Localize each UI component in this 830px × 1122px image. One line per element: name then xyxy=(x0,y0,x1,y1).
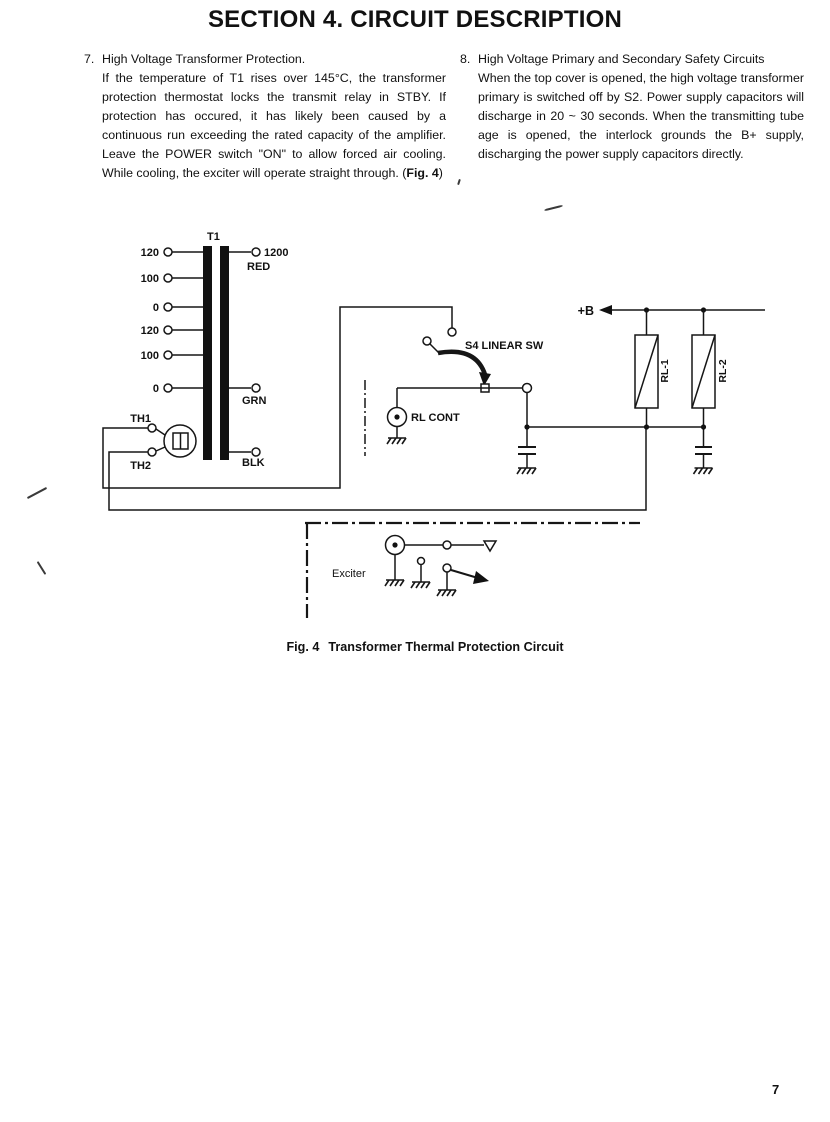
scan-artifact xyxy=(544,204,563,212)
filter-capacitor-1 xyxy=(516,392,537,475)
label-th1: TH1 xyxy=(130,413,151,425)
label-rl1: RL-1 xyxy=(659,359,671,382)
relay-rl2-coil xyxy=(691,310,716,475)
item-7-body: If the temperature of T1 rises over 145°… xyxy=(102,69,446,183)
item-7-body-tail: ) xyxy=(438,166,443,180)
label-rl2: RL-2 xyxy=(717,359,729,382)
label-blk: BLK xyxy=(242,457,265,469)
section-item-8: 8. High Voltage Primary and Secondary Sa… xyxy=(460,50,804,164)
plus-b-bus xyxy=(599,305,765,315)
relay-rl1-coil xyxy=(634,310,659,430)
secondary-tap-terminals xyxy=(229,247,261,457)
label-rl-cont: RL CONT xyxy=(411,412,460,424)
scan-artifact xyxy=(26,486,48,500)
figure-caption: Fig. 4 Transformer Thermal Protection Cir… xyxy=(95,640,755,654)
text-columns: 7. High Voltage Transformer Protection. … xyxy=(84,50,804,183)
item-8-heading: High Voltage Primary and Secondary Safet… xyxy=(478,52,765,66)
circuit-diagram: T1 120 100 0 120 100 0 1200 RED GRN BLK … xyxy=(95,228,785,640)
label-exciter: Exciter xyxy=(332,568,366,580)
item-7-body-text: If the temperature of T1 rises over 145°… xyxy=(102,71,446,180)
item-7-fig-ref: Fig. 4 xyxy=(406,166,439,180)
exciter-section xyxy=(305,521,640,618)
page-title: SECTION 4. CIRCUIT DESCRIPTION xyxy=(207,6,623,33)
column-left: 7. High Voltage Transformer Protection. … xyxy=(84,50,446,183)
label-plus-b: +B xyxy=(578,304,594,318)
thermostat-symbol xyxy=(147,423,197,458)
label-red: RED xyxy=(247,261,270,273)
figure-caption-label: Fig. 4 xyxy=(286,640,320,654)
s4-linear-switch xyxy=(422,327,491,393)
label-s4: S4 LINEAR SW xyxy=(465,340,544,352)
label-grn: GRN xyxy=(242,395,267,407)
label-tap-100-b: 100 xyxy=(141,350,159,362)
label-tap-120-b: 120 xyxy=(141,325,159,337)
page-number: 7 xyxy=(772,1082,780,1097)
transformer-t1-core xyxy=(203,246,229,460)
label-tap-0-b: 0 xyxy=(153,383,159,395)
item-7-content: High Voltage Transformer Protection. If … xyxy=(102,50,446,183)
item-8-content: High Voltage Primary and Secondary Safet… xyxy=(478,50,804,164)
label-t1: T1 xyxy=(207,231,220,243)
column-right: 8. High Voltage Primary and Secondary Sa… xyxy=(460,50,804,183)
label-th2: TH2 xyxy=(130,460,151,472)
rl-cont-jack xyxy=(364,380,533,456)
item-7-heading: High Voltage Transformer Protection. xyxy=(102,52,306,66)
label-tap-100-a: 100 xyxy=(141,273,159,285)
primary-return-wiring xyxy=(102,306,647,511)
item-7-number: 7. xyxy=(84,52,95,66)
section-item-7: 7. High Voltage Transformer Protection. … xyxy=(84,50,446,183)
figure-caption-text: Transformer Thermal Protection Circuit xyxy=(328,640,564,654)
item-8-number: 8. xyxy=(460,52,471,66)
label-tap-120-a: 120 xyxy=(141,247,159,259)
label-tap-0-a: 0 xyxy=(153,302,159,314)
item-8-body: When the top cover is opened, the high v… xyxy=(478,71,804,161)
label-1200: 1200 xyxy=(264,247,288,259)
primary-tap-terminals xyxy=(163,247,203,393)
scan-artifact xyxy=(36,561,47,575)
